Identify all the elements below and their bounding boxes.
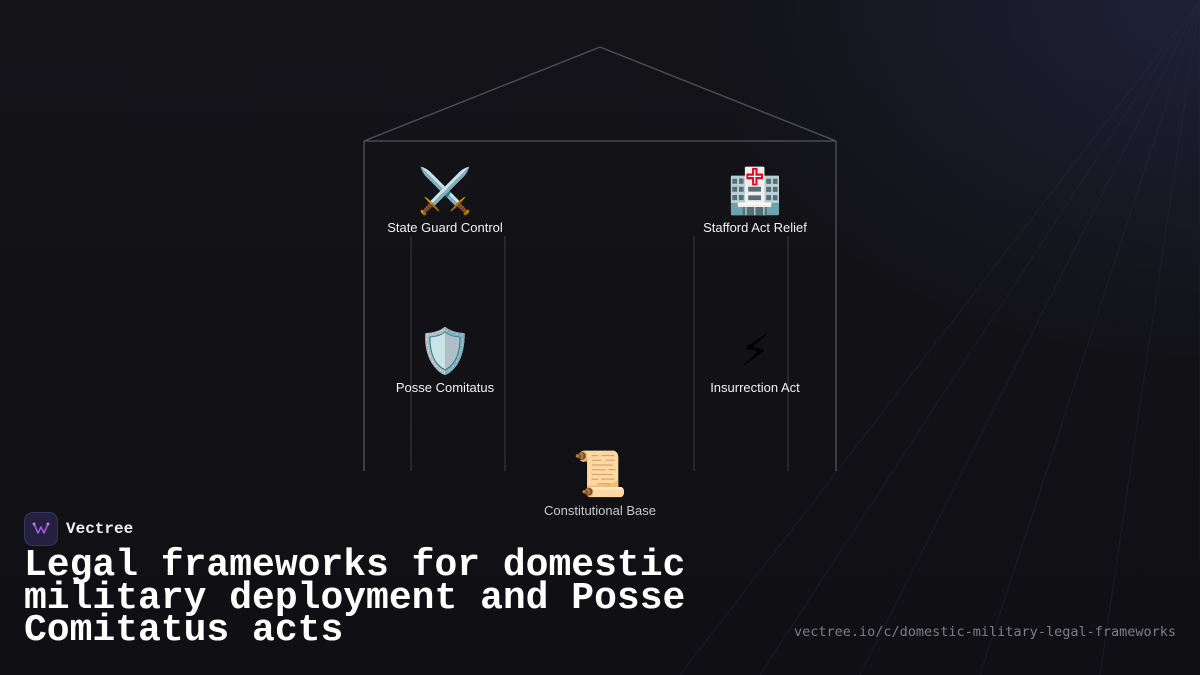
brand-name: Vectree (66, 520, 134, 538)
shield-icon: 🛡️ (417, 326, 473, 377)
node-label: Stafford Act Relief (703, 220, 807, 235)
page-title: Legal frameworks for domestic military d… (24, 544, 686, 652)
lightning-icon: ⚡ (739, 326, 771, 377)
source-url: vectree.io/c/domestic-military-legal-fra… (793, 624, 1176, 640)
node-state-guard-control: ⚔️ State Guard Control (365, 166, 525, 235)
node-label: Posse Comitatus (395, 380, 495, 395)
vectree-logo-icon (24, 512, 58, 546)
node-posse-comitatus: 🛡️ Posse Comitatus (365, 326, 525, 395)
node-insurrection-act: ⚡ Insurrection Act (675, 326, 835, 395)
node-label: Constitutional Base (543, 503, 656, 518)
node-label: State Guard Control (387, 220, 503, 235)
scroll-icon: 📜 (572, 449, 628, 500)
node-stafford-act-relief: 🏥 Stafford Act Relief (675, 166, 835, 235)
node-label: Insurrection Act (710, 380, 800, 395)
crossed-swords-icon: ⚔️ (417, 166, 473, 217)
roof (363, 46, 837, 142)
brand: Vectree (24, 512, 133, 546)
node-constitutional-base: 📜 Constitutional Base (520, 449, 680, 518)
hospital-icon: 🏥 (727, 166, 783, 217)
